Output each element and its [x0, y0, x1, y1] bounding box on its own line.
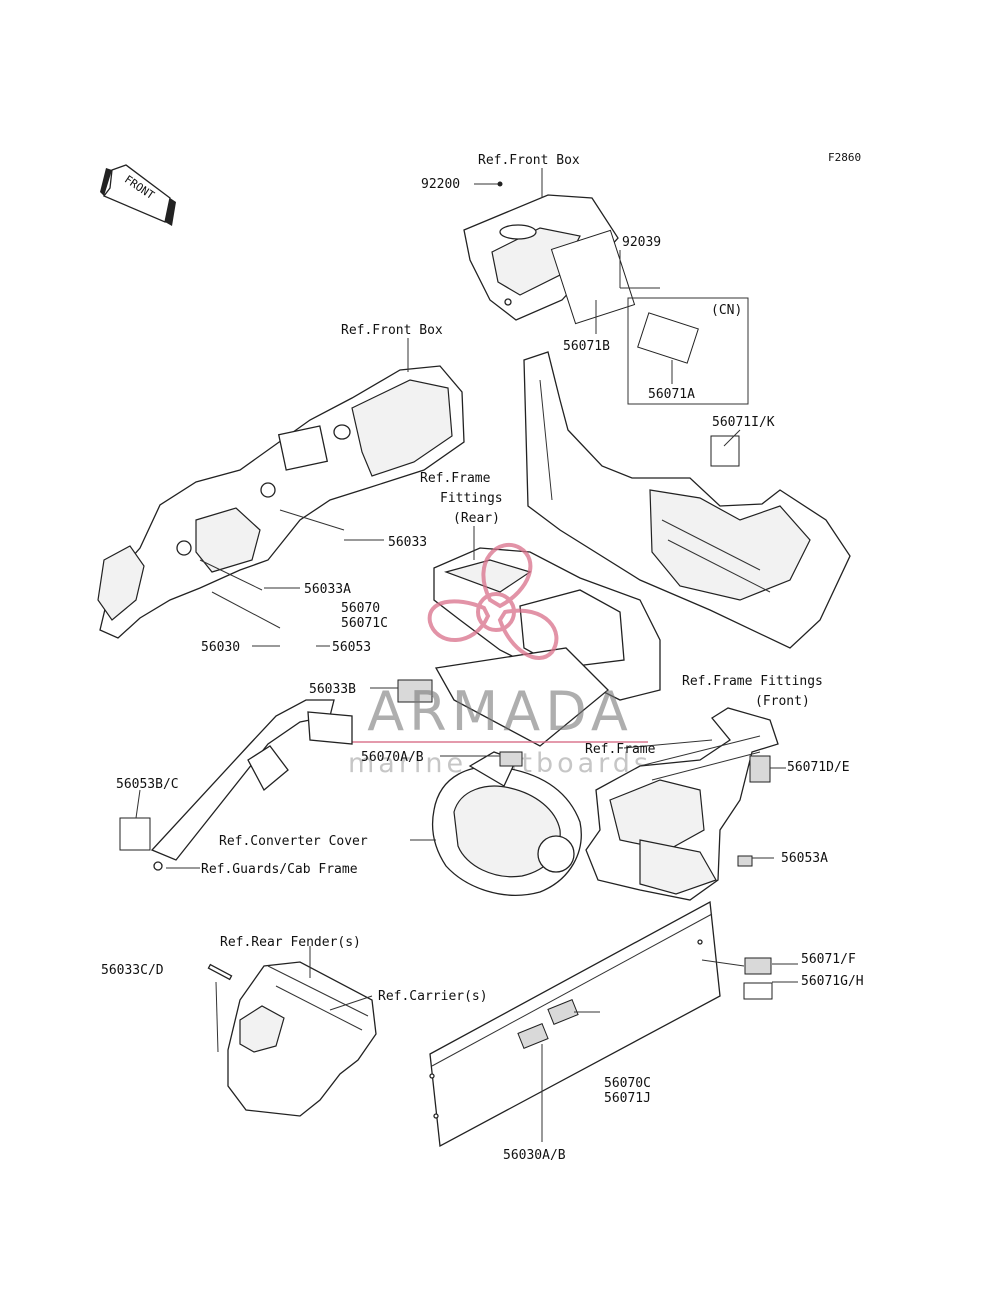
label-56033A: 56033A — [304, 582, 351, 597]
carrier-panel-part — [429, 900, 721, 1148]
label-ref-rear-fender: Ref.Rear Fender(s) — [220, 935, 361, 950]
label-ref-carrier: Ref.Carrier(s) — [378, 989, 488, 1004]
armada-logo-icon — [427, 542, 559, 660]
label-56071DE: 56071D/E — [787, 760, 850, 775]
decal-56033B — [397, 679, 433, 703]
label-56053: 56053 — [332, 640, 371, 655]
decal-56030AB — [517, 1023, 549, 1049]
decal-56071A — [637, 312, 699, 364]
label-56071GH: 56071G/H — [801, 974, 864, 989]
label-ref-front-box-left: Ref.Front Box — [341, 323, 443, 338]
label-92200: 92200 — [421, 177, 460, 192]
label-56071J: 56071J — [604, 1091, 651, 1106]
label-56030: 56030 — [201, 640, 240, 655]
label-56070C: 56070C — [604, 1076, 651, 1091]
label-56071B: 56071B — [563, 339, 610, 354]
label-ref-frame-fittings-front-1: Ref.Frame Fittings — [682, 674, 823, 689]
label-56033CD: 56033C/D — [101, 963, 164, 978]
decal-56071GH — [743, 982, 773, 1000]
front-arrow-icon: FRONT — [100, 164, 176, 226]
label-ref-converter-cover: Ref.Converter Cover — [219, 834, 368, 849]
label-ref-front-box-top: Ref.Front Box — [478, 153, 580, 168]
label-56070AB: 56070A/B — [361, 750, 424, 765]
label-56033: 56033 — [388, 535, 427, 550]
label-56070: 56070 — [341, 601, 380, 616]
front-side-panel-part — [523, 351, 851, 649]
label-56053A: 56053A — [781, 851, 828, 866]
label-ref-frame-fittings-rear-2: Fittings — [440, 491, 503, 506]
label-56071IK: 56071I/K — [712, 415, 775, 430]
label-ref-frame-fittings-rear-1: Ref.Frame — [420, 471, 491, 486]
label-cn: (CN) — [711, 303, 742, 318]
decal-56070C — [547, 999, 579, 1025]
decal-56053BC — [119, 817, 151, 851]
cn-box — [627, 297, 749, 405]
frame-fittings-rear-part — [433, 547, 661, 747]
figure-id: F2860 — [828, 151, 861, 164]
label-ref-guards-cab-frame: Ref.Guards/Cab Frame — [201, 862, 358, 877]
leader-lines — [135, 168, 798, 1142]
label-56071C: 56071C — [341, 616, 388, 631]
decal-56053A — [737, 855, 753, 867]
decal-56071DE — [749, 755, 771, 783]
decal-56071IK — [710, 435, 740, 467]
label-ref-frame-fittings-front-2: (Front) — [755, 694, 810, 709]
label-56030AB: 56030A/B — [503, 1148, 566, 1163]
frame-front-part — [585, 707, 779, 901]
guard-frame-tube-part — [150, 699, 353, 871]
label-56053BC: 56053B/C — [116, 777, 179, 792]
decal-56070AB — [499, 751, 523, 767]
front-dash-panel-part — [97, 365, 465, 639]
label-56071A: 56071A — [648, 387, 695, 402]
label-92039: 92039 — [622, 235, 661, 250]
label-ref-frame: Ref.Frame — [585, 742, 656, 757]
label-ref-frame-fittings-rear-3: (Rear) — [453, 511, 500, 526]
watermark-brand: ARMADA — [367, 680, 633, 743]
label-56033B: 56033B — [309, 682, 356, 697]
clip-56033CD — [207, 963, 233, 981]
decal-56071B — [550, 229, 636, 325]
decal-56071F — [744, 957, 772, 975]
rear-fender-part — [227, 961, 377, 1117]
label-56071F: 56071/F — [801, 952, 856, 967]
